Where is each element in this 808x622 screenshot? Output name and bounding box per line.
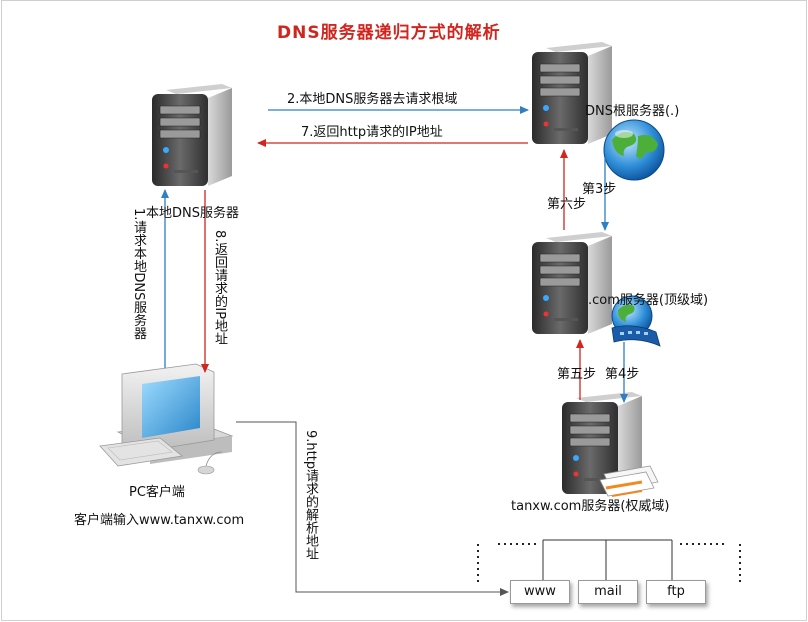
diagram-title: DNS服务器递归方式的解析	[277, 23, 501, 43]
com-dns-server-icon	[531, 231, 613, 335]
host-tree-dots	[477, 543, 741, 584]
step-4-label: 第4步	[605, 367, 640, 382]
arrow-step-9	[236, 421, 509, 596]
host-www-box: www	[510, 580, 570, 604]
pc-client-icon	[99, 363, 234, 475]
root-dns-label: DNS根服务器(.)	[585, 104, 680, 119]
step-5-label: 第五步	[557, 367, 597, 382]
step-6-label: 第六步	[547, 197, 587, 212]
step-2-label: 2.本地DNS服务器去请求根域	[287, 92, 458, 107]
root-dns-server-icon	[531, 41, 613, 145]
host-tree-lines	[542, 539, 673, 580]
host-ftp-box: ftp	[646, 580, 706, 604]
pc-input-label: 客户端输入www.tanxw.com	[74, 513, 245, 528]
com-globe-icon	[611, 295, 661, 347]
local-dns-server-icon	[151, 83, 233, 187]
pc-client-label: PC客户端	[129, 485, 185, 500]
step-8-label: 8.返回请求的IP地址	[212, 230, 227, 346]
host-mail-box: mail	[578, 580, 638, 604]
step-3-label: 第3步	[582, 182, 617, 197]
auth-dns-label: tanxw.com服务器(权威域)	[511, 499, 670, 514]
step-9-label: 9.http请求的解析地址	[303, 430, 318, 561]
com-dns-label: .com服务器(顶级域)	[588, 293, 709, 308]
zone-documents-icon	[599, 465, 659, 497]
local-dns-label: 本地DNS服务器	[146, 206, 239, 221]
step-7-label: 7.返回http请求的IP地址	[301, 125, 443, 140]
step-1-label: 1.请求本地DNS服务器	[131, 208, 146, 340]
root-globe-icon	[603, 119, 665, 181]
